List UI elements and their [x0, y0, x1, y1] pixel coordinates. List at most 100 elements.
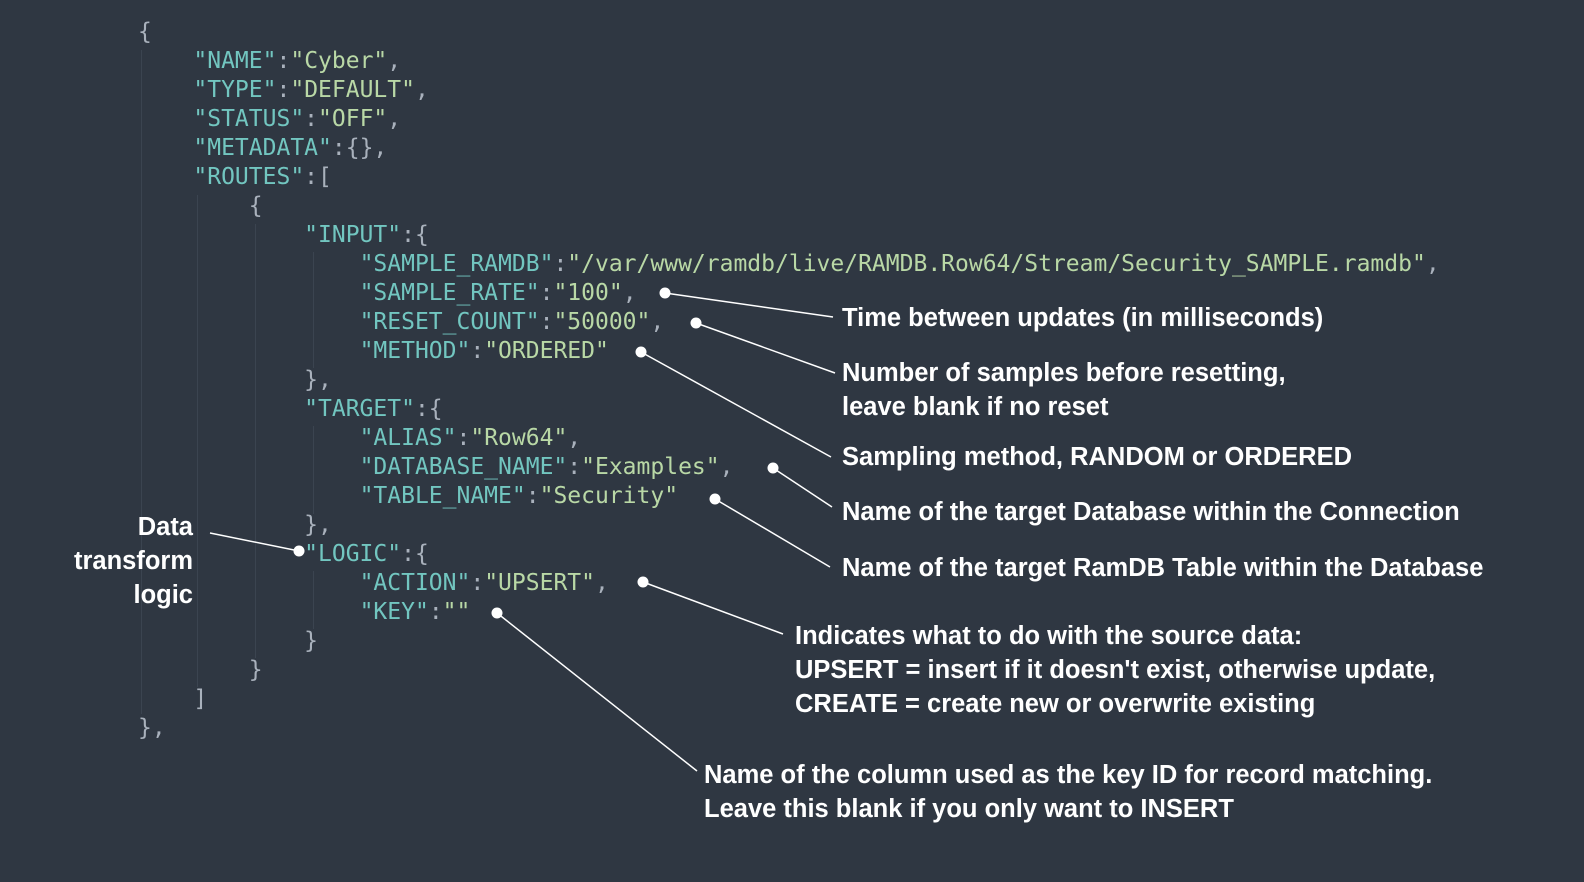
leader-dot-method	[635, 346, 647, 358]
annotation-database-name: Name of the target Database within the C…	[842, 495, 1460, 529]
code-line: }	[138, 656, 1440, 685]
json-string-value: "UPSERT"	[484, 570, 595, 596]
annotation-logic: Data transform logic	[74, 510, 193, 612]
json-punctuation: :	[470, 338, 485, 364]
json-string-value: "/var/www/ramdb/live/RAMDB.Row64/Stream/…	[567, 251, 1426, 277]
json-key: "METHOD"	[359, 338, 471, 364]
json-punctuation: ,	[387, 106, 402, 132]
annotation-sample-rate: Time between updates (in milliseconds)	[842, 301, 1323, 335]
code-line: "SAMPLE_RATE":"100",	[138, 279, 1440, 308]
annotation-method-text: Sampling method, RANDOM or ORDERED	[842, 443, 1353, 471]
code-line: "TABLE_NAME":"Security"	[138, 482, 1440, 511]
code-line: },	[138, 511, 1440, 540]
json-punctuation: :	[539, 309, 554, 335]
json-punctuation: :{},	[331, 135, 388, 161]
json-string-value: "50000"	[553, 309, 651, 335]
leader-dot-sample-rate	[659, 287, 671, 299]
json-punctuation: },	[304, 367, 332, 393]
json-punctuation: ,	[387, 48, 402, 74]
annotation-sample-rate-text: Time between updates (in milliseconds)	[842, 304, 1324, 332]
json-punctuation: }	[304, 628, 319, 654]
json-config-code: { "NAME":"Cyber", "TYPE":"DEFAULT", "STA…	[138, 18, 1440, 743]
leader-line-logic	[209, 532, 300, 552]
json-punctuation: }	[248, 657, 263, 683]
code-line: "METHOD":"ORDERED"	[138, 337, 1440, 366]
json-key: "LOGIC"	[304, 541, 402, 567]
annotation-logic-line3: logic	[133, 581, 193, 609]
code-line: }	[138, 627, 1440, 656]
json-string-value: "Cyber"	[290, 48, 388, 74]
json-punctuation: :	[428, 599, 443, 625]
code-line: "ALIAS":"Row64",	[138, 424, 1440, 453]
code-line: "METADATA":{},	[138, 134, 1440, 163]
indent-guide	[255, 224, 256, 658]
json-punctuation: ,	[622, 280, 637, 306]
annotation-action-line2: UPSERT = insert if it doesn't exist, oth…	[795, 656, 1436, 684]
annotation-table-name-text: Name of the target RamDB Table within th…	[842, 554, 1484, 582]
json-key: "DATABASE_NAME"	[359, 454, 568, 480]
leader-line-action	[642, 581, 784, 635]
json-punctuation: :[	[304, 164, 332, 190]
code-line: },	[138, 366, 1440, 395]
json-punctuation: :{	[401, 541, 429, 567]
json-string-value: "100"	[553, 280, 623, 306]
json-punctuation: },	[138, 715, 166, 741]
code-line: "SAMPLE_RAMDB":"/var/www/ramdb/live/RAMD…	[138, 250, 1440, 279]
leader-dot-key	[491, 607, 503, 619]
code-line: "TARGET":{	[138, 395, 1440, 424]
leader-dot-database-name	[767, 462, 779, 474]
json-punctuation: :	[567, 454, 582, 480]
annotation-reset-count-line1: Number of samples before resetting,	[842, 359, 1286, 387]
annotation-logic-line2: transform	[73, 547, 193, 575]
json-punctuation: ,	[1425, 251, 1440, 277]
json-string-value: "Examples"	[581, 454, 720, 480]
indent-guide	[313, 252, 314, 368]
json-key: "KEY"	[359, 599, 429, 625]
code-line: "INPUT":{	[138, 221, 1440, 250]
leader-dot-action	[637, 576, 649, 588]
json-punctuation: ,	[594, 570, 609, 596]
leader-dot-table-name	[709, 493, 721, 505]
code-line: },	[138, 714, 1440, 743]
json-punctuation: ,	[414, 77, 429, 103]
leader-dot-reset-count	[690, 317, 702, 329]
json-string-value: "Row64"	[470, 425, 568, 451]
json-key: "TABLE_NAME"	[359, 483, 526, 509]
leader-line-sample-rate	[664, 292, 834, 318]
json-key: "INPUT"	[304, 222, 402, 248]
annotation-method: Sampling method, RANDOM or ORDERED	[842, 440, 1352, 474]
json-key: "NAME"	[193, 48, 277, 74]
annotation-key-line2: Leave this blank if you only want to INS…	[704, 795, 1234, 823]
leader-line-key	[496, 612, 698, 772]
code-line: "ROUTES":[	[138, 163, 1440, 192]
code-line: "RESET_COUNT":"50000",	[138, 308, 1440, 337]
code-line: "STATUS":"OFF",	[138, 105, 1440, 134]
json-string-value: ""	[442, 599, 471, 625]
annotation-table-name: Name of the target RamDB Table within th…	[842, 551, 1483, 585]
leader-dot-logic	[293, 545, 305, 557]
leader-line-method	[640, 351, 832, 458]
json-punctuation: ]	[193, 686, 208, 712]
json-key: "METADATA"	[193, 135, 332, 161]
leader-line-table-name	[714, 498, 831, 568]
json-punctuation: :	[304, 106, 319, 132]
json-punctuation: },	[304, 512, 332, 538]
code-line: {	[138, 18, 1440, 47]
code-line: "DATABASE_NAME":"Examples",	[138, 453, 1440, 482]
json-key: "TARGET"	[304, 396, 415, 422]
annotation-action-line3: CREATE = create new or overwrite existin…	[795, 690, 1316, 718]
json-key: "SAMPLE_RATE"	[359, 280, 540, 306]
json-punctuation: :	[276, 48, 291, 74]
json-string-value: "Security"	[539, 483, 679, 509]
indent-guide	[313, 571, 314, 629]
annotation-key: Name of the column used as the key ID fo…	[704, 758, 1432, 826]
leader-line-database-name	[772, 467, 833, 508]
json-key: "TYPE"	[193, 77, 277, 103]
indent-guide	[141, 50, 142, 714]
code-line: "LOGIC":{	[138, 540, 1440, 569]
json-string-value: "OFF"	[318, 106, 388, 132]
json-punctuation: :	[539, 280, 554, 306]
json-key: "ROUTES"	[193, 164, 305, 190]
json-punctuation: :{	[401, 222, 429, 248]
code-line: {	[138, 192, 1440, 221]
